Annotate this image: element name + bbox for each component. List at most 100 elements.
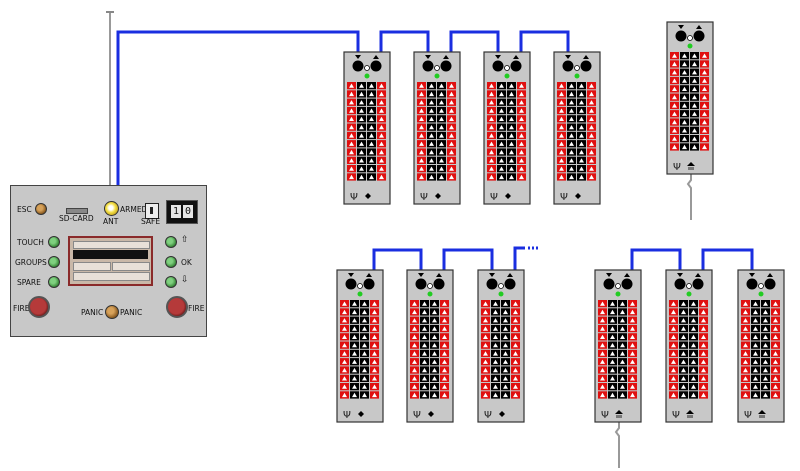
channel-arrow-icon bbox=[362, 351, 367, 356]
blue-cable bbox=[379, 30, 430, 52]
channel-arrow-icon bbox=[671, 309, 676, 315]
channel-arrow-icon bbox=[569, 174, 574, 180]
channel-arrow-icon bbox=[630, 351, 635, 356]
channel-arrow-icon bbox=[369, 125, 374, 130]
channel-arrow-icon bbox=[671, 343, 676, 348]
channel-arrow-icon bbox=[763, 351, 768, 356]
ant-label: ANT bbox=[103, 217, 119, 226]
channel-arrow-icon bbox=[352, 301, 357, 306]
channel-arrow-icon bbox=[342, 309, 347, 315]
channel-arrow-icon bbox=[681, 351, 686, 356]
channel-arrow-icon bbox=[691, 359, 696, 364]
channel-arrow-icon bbox=[513, 318, 518, 323]
fire-left-button[interactable] bbox=[28, 296, 50, 318]
channel-arrow-icon bbox=[509, 141, 514, 146]
firing-module: Ψ bbox=[483, 51, 531, 205]
arm-safe-switch[interactable] bbox=[145, 203, 159, 219]
output-jack bbox=[693, 30, 705, 42]
status-led bbox=[364, 73, 370, 79]
channel-arrow-icon bbox=[493, 301, 498, 306]
input-connector-marker bbox=[677, 273, 683, 277]
channel-arrow-icon bbox=[610, 301, 615, 306]
input-connector-marker bbox=[749, 273, 755, 277]
channel-arrow-icon bbox=[773, 376, 778, 381]
channel-arrow-icon bbox=[753, 367, 758, 373]
channel-arrow-icon bbox=[359, 158, 364, 163]
channel-arrow-icon bbox=[681, 367, 686, 373]
channel-arrow-icon bbox=[682, 95, 687, 100]
channel-arrow-icon bbox=[753, 392, 758, 398]
touch-button[interactable] bbox=[48, 236, 60, 248]
channel-arrow-icon bbox=[412, 318, 417, 323]
down-button[interactable] bbox=[165, 276, 177, 288]
channel-arrow-icon bbox=[600, 367, 605, 373]
input-jack bbox=[674, 278, 686, 290]
ok-button[interactable] bbox=[165, 256, 177, 268]
channel-arrow-icon bbox=[773, 309, 778, 315]
channel-arrow-icon bbox=[449, 149, 454, 155]
groups-button[interactable] bbox=[48, 256, 60, 268]
input-connector-marker bbox=[495, 55, 501, 59]
channel-arrow-icon bbox=[692, 78, 697, 83]
channel-arrow-icon bbox=[439, 141, 444, 146]
fire-right-button[interactable] bbox=[166, 296, 188, 318]
channel-arrow-icon bbox=[610, 334, 615, 339]
channel-arrow-icon bbox=[600, 301, 605, 306]
channel-arrow-icon bbox=[359, 141, 364, 146]
channel-arrow-icon bbox=[372, 301, 377, 306]
channel-arrow-icon bbox=[379, 108, 384, 113]
mode-indicator bbox=[427, 283, 433, 289]
channel-arrow-icon bbox=[432, 334, 437, 339]
channel-arrow-icon bbox=[620, 392, 625, 398]
input-jack bbox=[746, 278, 758, 290]
channel-arrow-icon bbox=[509, 158, 514, 163]
channel-arrow-icon bbox=[483, 376, 488, 381]
channel-arrow-icon bbox=[372, 318, 377, 323]
channel-arrow-icon bbox=[362, 309, 367, 315]
channel-arrow-icon bbox=[513, 392, 518, 398]
status-led bbox=[574, 73, 580, 79]
channel-arrow-icon bbox=[503, 309, 508, 315]
channel-arrow-icon bbox=[692, 86, 697, 91]
channel-arrow-icon bbox=[569, 149, 574, 155]
channel-arrow-icon bbox=[422, 367, 427, 373]
channel-arrow-icon bbox=[600, 384, 605, 389]
channel-arrow-icon bbox=[429, 141, 434, 146]
channel-arrow-icon bbox=[630, 318, 635, 323]
channel-arrow-icon bbox=[379, 100, 384, 105]
antenna-icon: Ψ bbox=[601, 410, 609, 421]
antenna-plug-icon bbox=[758, 410, 766, 414]
channel-arrow-icon bbox=[681, 384, 686, 389]
channel-arrow-icon bbox=[610, 326, 615, 331]
channel-arrow-icon bbox=[763, 309, 768, 315]
channel-arrow-icon bbox=[489, 125, 494, 130]
channel-arrow-icon bbox=[691, 392, 696, 398]
channel-arrow-icon bbox=[342, 351, 347, 356]
mode-indicator bbox=[686, 283, 692, 289]
mode-indicator bbox=[758, 283, 764, 289]
panic-button[interactable] bbox=[105, 305, 119, 319]
esc-button[interactable] bbox=[35, 203, 47, 215]
channel-arrow-icon bbox=[610, 376, 615, 381]
channel-arrow-icon bbox=[569, 133, 574, 138]
channel-arrow-icon bbox=[493, 326, 498, 331]
screen-menu-row bbox=[112, 262, 150, 271]
channel-arrow-icon bbox=[773, 343, 778, 348]
channel-arrow-icon bbox=[519, 158, 524, 163]
spare-button[interactable] bbox=[48, 276, 60, 288]
channel-arrow-icon bbox=[672, 95, 677, 100]
channel-arrow-icon bbox=[369, 116, 374, 121]
channel-arrow-icon bbox=[589, 100, 594, 105]
channel-arrow-icon bbox=[412, 343, 417, 348]
channel-arrow-icon bbox=[671, 376, 676, 381]
channel-arrow-icon bbox=[359, 116, 364, 121]
channel-arrow-icon bbox=[692, 111, 697, 116]
antenna-plug-body bbox=[759, 415, 765, 418]
channel-arrow-icon bbox=[600, 351, 605, 356]
channel-arrow-icon bbox=[483, 309, 488, 315]
channel-arrow-icon bbox=[600, 376, 605, 381]
channel-arrow-icon bbox=[620, 326, 625, 331]
channel-display: 1 0 bbox=[166, 200, 198, 224]
channel-arrow-icon bbox=[422, 334, 427, 339]
up-button[interactable] bbox=[165, 236, 177, 248]
